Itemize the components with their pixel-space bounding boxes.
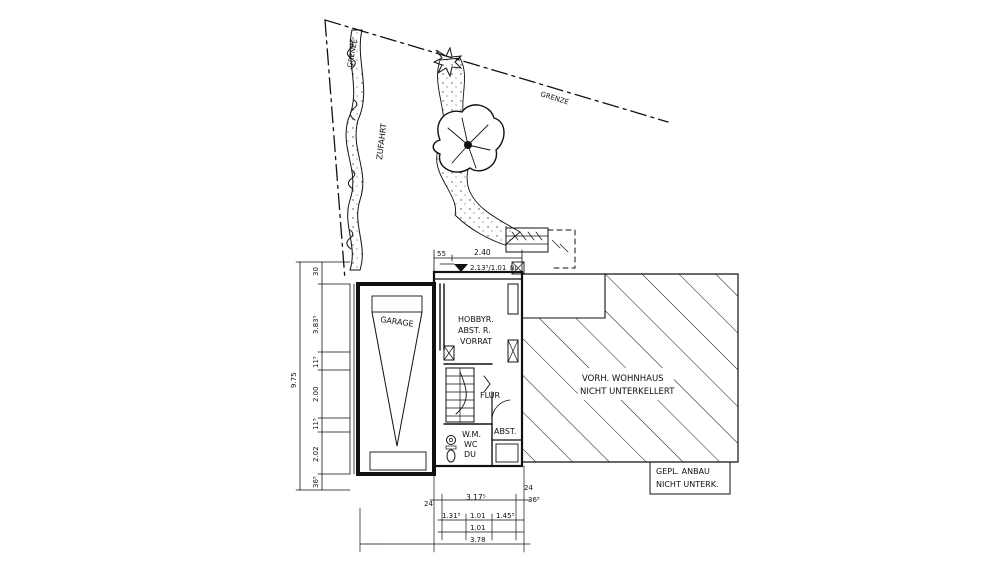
dim-top-right: NL: [510, 265, 518, 272]
planned-annex: GEPL. ANBAU NICHT UNTERK.: [649, 461, 731, 495]
tree-icon: [432, 104, 505, 173]
garage: [349, 282, 436, 476]
bottom-dimensions: [359, 465, 531, 553]
wohnhaus-label-1: VORH. WOHNHAUS: [582, 374, 664, 384]
vertical-dimensions: [295, 261, 351, 491]
dim-v-365: 36⁵: [312, 476, 320, 488]
dim-b-145: 1.45⁵: [496, 512, 515, 520]
hobby-label-1: HOBBYR.: [458, 315, 494, 324]
top-dimensions: [433, 249, 523, 273]
du-label: DU: [464, 450, 476, 459]
dim-b-365: 36⁵: [528, 496, 540, 504]
garage-label: GARAGE: [380, 315, 414, 329]
dim-b-3175: 3.17⁵: [466, 493, 486, 502]
zufahrt-label: ZUFAHRT: [375, 123, 388, 160]
hobby-label-2: ABST. R.: [458, 326, 491, 335]
dim-b-1315: 1.31⁵: [442, 512, 461, 520]
anbau-label-2: NICHT UNTERK.: [656, 480, 719, 489]
wc-label: WC: [464, 440, 478, 449]
dim-b-378: 3.78: [470, 536, 486, 544]
dim-b-101: 1.01: [470, 512, 486, 520]
dim-top-55: 55: [437, 250, 446, 258]
dim-v-202: 2.02: [312, 446, 320, 462]
hedge-left: [345, 29, 365, 271]
grenze-label-right: GRENZE: [539, 90, 569, 106]
abst-label: ABST.: [494, 427, 516, 436]
terrace-steps: [505, 227, 576, 269]
dim-b-101b: 1.01: [470, 524, 486, 532]
existing-house: [521, 273, 739, 463]
property-boundary: [324, 19, 669, 281]
dim-top-240: 2.40: [474, 248, 491, 257]
flur-label: FLUR: [480, 391, 501, 400]
dim-v-115: 11⁵: [312, 356, 320, 368]
dim-v-3835: 3.83⁵: [312, 315, 320, 334]
anbau-label-1: GEPL. ANBAU: [656, 467, 710, 476]
dim-v-30: 30: [312, 267, 320, 276]
dim-v-total: 9.75: [290, 372, 298, 388]
dim-v-115b: 11⁵: [312, 418, 320, 430]
hobby-label-3: VORRAT: [460, 337, 492, 346]
wohnhaus-label-2: NICHT UNTERKELLERT: [580, 387, 675, 397]
dim-v-200: 2.00: [312, 386, 320, 402]
dim-top-sub: 2.13⁵/1.01: [470, 264, 506, 272]
wm-label: W.M.: [462, 430, 481, 439]
dim-b-24-left: 24: [424, 500, 433, 508]
annex-building: [432, 261, 525, 468]
dim-b-24-right: 24: [524, 484, 533, 492]
staircase: [445, 367, 475, 423]
